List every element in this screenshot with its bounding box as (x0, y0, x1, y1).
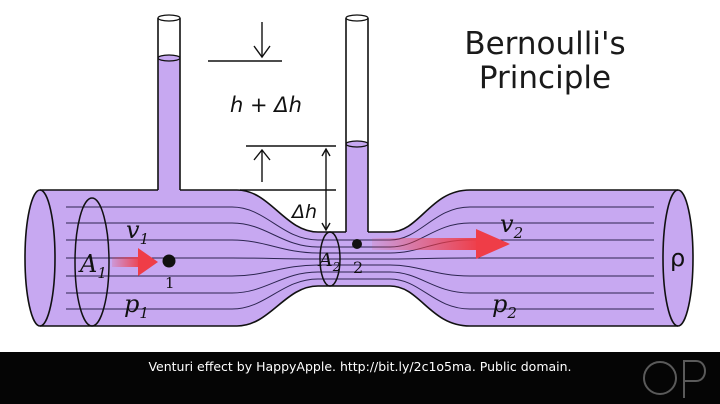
title-line-2: Principle (478, 60, 612, 96)
label-point-2: 2 (353, 258, 363, 277)
point-1-dot (162, 254, 176, 268)
openstax-logo-icon (643, 360, 706, 398)
height-markers (208, 22, 336, 232)
flow-arrow-1 (112, 248, 158, 276)
label-p1: p1 (124, 290, 149, 322)
label-dh: Δh (290, 201, 317, 223)
caption-text: Venturi effect by HappyApple. http://bit… (148, 359, 572, 374)
label-v2: v2 (500, 210, 523, 242)
label-a2: A2 (317, 249, 340, 274)
title-line-1: Bernoulli's (464, 26, 626, 62)
label-v1: v1 (126, 216, 149, 248)
point-2-dot (352, 239, 362, 249)
label-a1: A1 (78, 250, 107, 282)
venturi-diagram: h + Δh Δh A1 v1 p1 1 A2 2 v2 p2 ρ (24, 14, 694, 327)
caption-bar: Venturi effect by HappyApple. http://bit… (0, 352, 720, 404)
flow-arrow-2 (372, 229, 510, 259)
label-h-plus-dh: h + Δh (230, 93, 302, 117)
pipe-fluid (24, 189, 694, 327)
label-p2: p2 (492, 290, 517, 322)
cross-section-a2 (319, 231, 341, 287)
cross-section-a1 (74, 197, 110, 327)
label-rho: ρ (670, 244, 685, 272)
standpipe-2 (345, 14, 369, 234)
standpipe-1 (157, 14, 181, 192)
label-point-1: 1 (165, 274, 175, 292)
